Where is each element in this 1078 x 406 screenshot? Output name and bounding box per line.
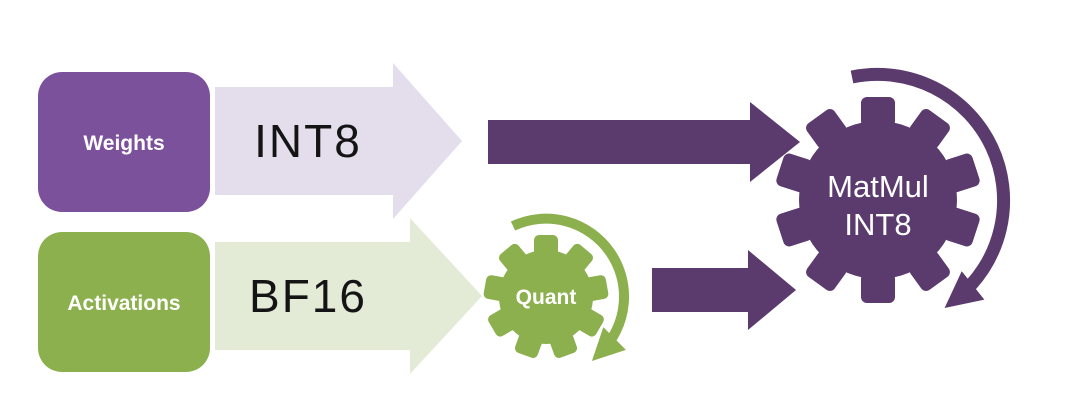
matmul-gear-label-line1: MatMul [827, 169, 929, 204]
weights-label: Weights [83, 132, 164, 155]
quant-gear-label: Quant [516, 286, 577, 309]
weights-flow-arrow [488, 102, 800, 182]
quant-flow-arrow [652, 250, 796, 330]
activations-label: Activations [67, 292, 180, 315]
int8-arrow-label: INT8 [254, 115, 362, 167]
matmul-cycle-arrow [850, 67, 1011, 309]
quant-cycle-arrow [510, 213, 629, 362]
matmul-gear-icon [776, 97, 980, 303]
bf16-block-arrow [215, 218, 482, 374]
weights-box [38, 72, 210, 212]
quant-gear-icon [483, 235, 609, 358]
bf16-arrow-label: BF16 [249, 270, 367, 322]
matmul-gear-label-line2: INT8 [844, 207, 911, 242]
int8-block-arrow [215, 63, 462, 219]
activations-box [38, 232, 210, 372]
